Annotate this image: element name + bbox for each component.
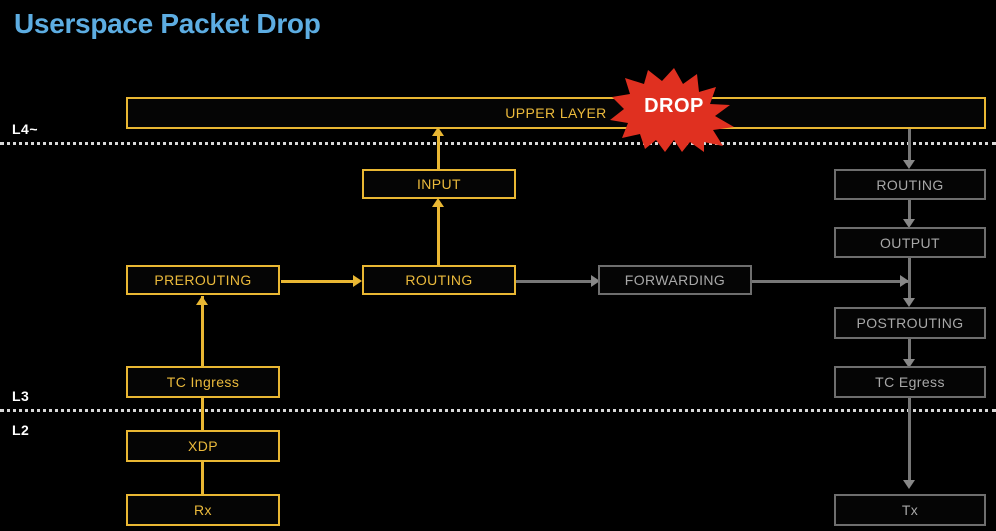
connector-routing-to-input	[437, 207, 440, 265]
arrowhead-forwarding-to-trunk	[900, 275, 909, 287]
node-tc-ingress-label: TC Ingress	[166, 374, 240, 390]
node-tc-ingress[interactable]: TC Ingress	[126, 366, 280, 398]
connector-rx-to-xdp	[201, 461, 204, 495]
connector-tc-egress-to-tx	[908, 398, 911, 486]
connector-output-to-postrouting	[908, 258, 911, 303]
node-forwarding-label: FORWARDING	[624, 272, 726, 288]
arrowhead-tc-egress-to-tx	[903, 480, 915, 489]
arrowhead-postrouting-to-tc-egress	[903, 359, 915, 368]
node-output[interactable]: OUTPUT	[834, 227, 986, 258]
node-routing-right-label: ROUTING	[876, 176, 944, 193]
connector-routing-to-forwarding	[515, 280, 595, 283]
arrowhead-output-to-postrouting	[903, 298, 915, 307]
connector-upper-layer-to-routing-right	[908, 128, 911, 165]
arrowhead-routing-to-input	[432, 198, 444, 207]
drop-starburst-icon	[610, 66, 738, 152]
arrowhead-routing-right-to-output	[903, 219, 915, 228]
node-input-label: INPUT	[417, 176, 461, 192]
connector-prerouting-to-routing	[281, 280, 357, 283]
node-tx[interactable]: Tx	[834, 494, 986, 526]
node-tc-egress-label: TC Egress	[875, 374, 945, 390]
page-title: Userspace Packet Drop	[14, 8, 321, 39]
layer-label-l2: L2	[12, 422, 30, 438]
node-upper-layer-label: UPPER LAYER	[505, 105, 607, 121]
connector-postrouting-to-tc-egress	[908, 339, 911, 365]
connector-xdp-to-tc-ingress	[201, 398, 204, 432]
arrowhead-prerouting-to-routing	[353, 275, 362, 287]
node-rx-label: Rx	[194, 502, 212, 518]
node-xdp-label: XDP	[188, 438, 218, 454]
connector-input-to-upper-layer	[437, 136, 440, 170]
connector-forwarding-to-trunk	[750, 280, 908, 283]
node-prerouting[interactable]: PREROUTING	[126, 265, 280, 295]
layer-label-l3: L3	[12, 388, 30, 404]
node-xdp[interactable]: XDP	[126, 430, 280, 462]
connector-routing-right-to-output	[908, 200, 911, 224]
arrowhead-upper-layer-to-routing-right	[903, 160, 915, 169]
node-routing-left-label: ROUTING	[405, 272, 473, 288]
layer-label-l4: L4~	[12, 121, 39, 137]
node-routing-right[interactable]: ROUTING	[834, 169, 986, 200]
arrowhead-input-to-upper-layer	[432, 127, 444, 136]
node-routing-left[interactable]: ROUTING	[362, 265, 516, 295]
node-rx[interactable]: Rx	[126, 494, 280, 526]
node-upper-layer[interactable]: UPPER LAYER	[126, 97, 986, 129]
node-tc-egress[interactable]: TC Egress	[834, 366, 986, 398]
node-input[interactable]: INPUT	[362, 169, 516, 199]
layer-separator-l3	[0, 409, 996, 412]
node-tx-label: Tx	[901, 502, 919, 518]
node-postrouting-label: POSTROUTING	[856, 315, 964, 331]
node-forwarding[interactable]: FORWARDING	[598, 265, 752, 295]
connector-tc-ingress-to-prerouting	[201, 296, 204, 366]
node-output-label: OUTPUT	[880, 234, 940, 251]
arrowhead-tc-ingress-to-prerouting	[196, 296, 208, 305]
node-postrouting[interactable]: POSTROUTING	[834, 307, 986, 339]
arrowhead-routing-to-forwarding	[591, 275, 600, 287]
layer-separator-l4	[0, 142, 996, 145]
node-prerouting-label: PREROUTING	[154, 272, 252, 288]
